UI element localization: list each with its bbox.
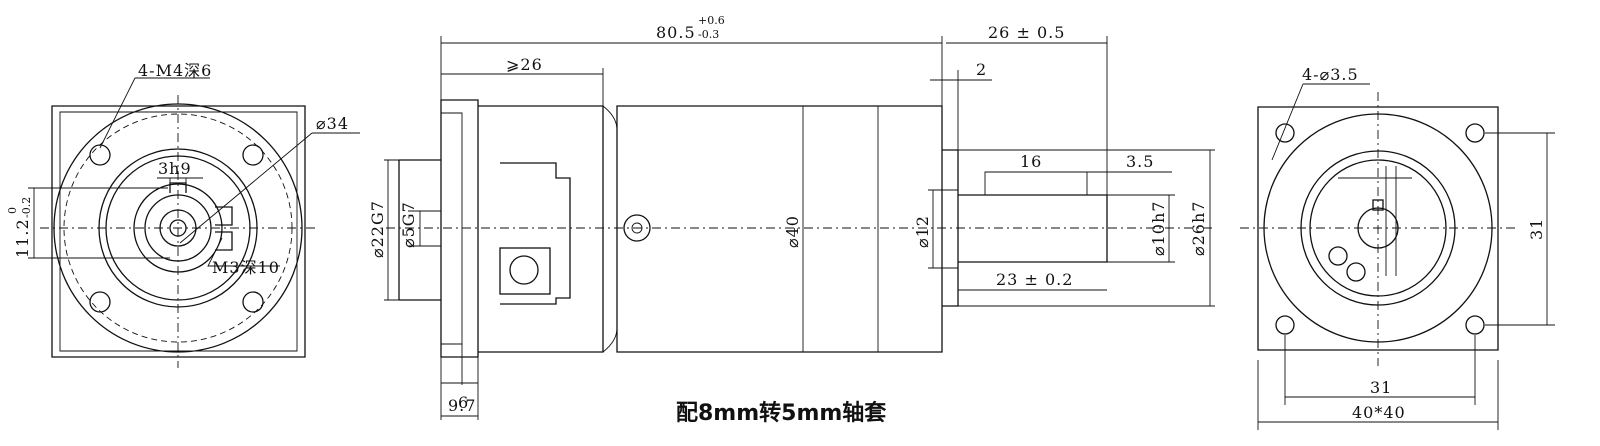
side-flange-step: [441, 112, 463, 345]
front-key-label: 3h9: [158, 159, 192, 178]
side-set-screw: [509, 255, 539, 285]
side-transition-chamfer: [602, 105, 618, 353]
front-flange-inner: [59, 111, 298, 352]
key-length-label: 16: [1020, 152, 1042, 171]
side-dim-bore: [384, 159, 399, 301]
side-output-shaft: [958, 194, 1108, 263]
front-offset-tol-low: -0.2: [20, 197, 33, 218]
side-input-bore: [398, 159, 441, 301]
front-offset-dim-group: 11.2 0 -0.2: [6, 197, 33, 258]
body-dia-label: ⌀40: [783, 215, 802, 248]
rear-small-hole-a: [1328, 246, 1348, 266]
step-label: 2: [976, 60, 987, 79]
side-dim-overall: [440, 36, 943, 106]
rear-hole-label: 4-⌀3.5: [1302, 65, 1359, 84]
side-housing-transition: [478, 105, 604, 353]
front-dia-label: ⌀34: [316, 114, 349, 133]
rear-square: [1257, 106, 1499, 351]
flange-total-label: 9.7: [448, 396, 476, 415]
overall-tol-low: -0.3: [698, 28, 719, 41]
extension-label: 26 ± 0.5: [988, 23, 1065, 42]
front-leader-thread: [99, 77, 210, 149]
input-dia-label: ⌀5G7: [399, 201, 418, 248]
rear-view: 4-⌀3.5 31 31 40*40: [1240, 65, 1555, 430]
front-offset-tol-up: 0: [6, 207, 19, 214]
side-dim-spigot: [958, 149, 1215, 307]
front-hole-tr: [242, 144, 264, 166]
front-flange-outline: [51, 105, 306, 358]
front-set-screw: [215, 206, 233, 251]
shaft-length-label: 23 ± 0.2: [996, 270, 1073, 289]
key-offset-label: 3.5: [1126, 152, 1154, 171]
flange-thk-label: 6: [458, 393, 469, 412]
side-vent-plug: [623, 214, 651, 242]
side-motor-body: [616, 105, 943, 353]
rear-hole-tr: [1465, 123, 1485, 143]
side-dim-flange: [440, 344, 479, 420]
rear-hole-br: [1465, 315, 1485, 335]
rear-square-label: 40*40: [1352, 403, 1406, 422]
front-hole-tl: [89, 144, 111, 166]
rear-dim-h31: [1284, 335, 1476, 405]
rear-dim-square: [1257, 360, 1499, 430]
front-hole-br: [242, 291, 264, 313]
overall-length-label: 80.5: [656, 23, 696, 42]
side-view: 80.5 +0.6 -0.3 26 ± 0.5 ⩾26 2 16 3.5 23 …: [368, 14, 1215, 420]
bore-dia-label: ⌀22G7: [368, 200, 387, 258]
front-view: 4-M4深6 ⌀34 3h9 M3深10 11.2 0 -0.2: [6, 61, 360, 368]
rear-hole-bl: [1275, 315, 1295, 335]
front-dim-key: [157, 177, 203, 193]
rear-leader-hole: [1271, 83, 1370, 161]
caption: 配8mm转5mm轴套: [676, 400, 886, 426]
front-thread-label: 4-M4深6: [138, 61, 212, 80]
side-dim-insert: [441, 68, 604, 106]
front-dim-offset: [28, 187, 170, 259]
overall-tol-up: +0.6: [698, 14, 725, 27]
side-flange: [440, 99, 479, 358]
side-shaft-key: [984, 171, 1088, 196]
rear-hole-tl: [1275, 123, 1295, 143]
shaft-dia-label: ⌀10h7: [1149, 201, 1168, 256]
front-offset-label: 11.2: [13, 218, 32, 258]
side-dim-shaft-dia: [1107, 194, 1175, 263]
front-set-label: M3深10: [212, 258, 280, 277]
side-dim-extension: [946, 36, 1108, 195]
rear-small-hole-b: [1346, 262, 1366, 282]
spigot-dia-label: ⌀26h7: [1189, 201, 1208, 256]
side-set-screw-body: [499, 247, 551, 295]
side-inner-step: [500, 162, 571, 305]
rear-h31-label: 31: [1370, 378, 1392, 397]
front-hole-bl: [89, 291, 111, 313]
side-dim-pilot: [928, 189, 958, 269]
front-leader-set: [207, 237, 280, 267]
pilot-dia-label: ⌀12: [913, 215, 932, 248]
rear-vertical-label: 31: [1527, 218, 1546, 240]
front-leader-dia: [179, 132, 360, 244]
rear-dim-vertical: [1485, 132, 1555, 326]
side-dim-step: [930, 70, 992, 150]
insert-label: ⩾26: [506, 55, 543, 74]
rear-slot: [1338, 166, 1412, 276]
side-dim-input: [408, 210, 441, 247]
